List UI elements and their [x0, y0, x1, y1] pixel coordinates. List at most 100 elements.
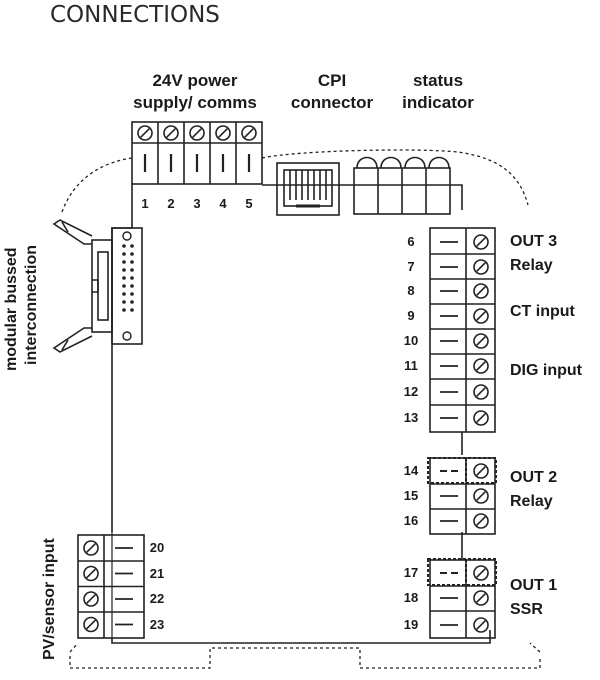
bus-connector-frame	[111, 227, 143, 345]
top-terminal-screw-1-slot	[140, 128, 150, 138]
top-terminal-number-5: 5	[245, 196, 253, 211]
terminal-block-17-19	[429, 559, 496, 639]
top-terminal-screw-5-slot	[244, 128, 254, 138]
out1-link-box	[427, 558, 497, 586]
right-terminal-number-9: 9	[407, 308, 415, 323]
modular-label-line2: interconnection	[23, 244, 40, 365]
left-terminal-screw-22-slot	[86, 594, 96, 604]
right-terminal-number-12: 12	[403, 384, 419, 399]
bus-pin-dot	[130, 292, 134, 296]
bus-pin-dot	[122, 252, 126, 256]
top-terminal-screw-2-slot	[166, 128, 176, 138]
top-terminal-number-1: 1	[141, 196, 149, 211]
right-terminal-screw-11-slot	[476, 361, 486, 371]
right-terminal-number-7: 7	[407, 259, 415, 274]
left-terminal-screw-23-slot	[86, 619, 96, 630]
top-terminal-number-3: 3	[193, 196, 201, 211]
right-terminal-screw-14-slot	[476, 466, 486, 476]
right-terminal-number-11: 11	[404, 358, 418, 373]
left-terminal-number-20: 20	[149, 540, 165, 555]
right-terminal-screw-17-slot	[476, 568, 486, 578]
status-label-line1: status	[412, 71, 464, 90]
out2-type-label: Relay	[510, 493, 553, 510]
bus-pin-dot	[130, 284, 134, 288]
out1-type-label: SSR	[510, 601, 543, 618]
right-terminal-number-8: 8	[407, 283, 415, 298]
status-led-domes	[356, 156, 450, 169]
power-label-line2: supply/ comms	[133, 93, 257, 112]
bus-pin-dot	[130, 308, 134, 312]
bus-pin-dot	[122, 300, 126, 304]
dig-input-label: DIG input	[510, 362, 582, 379]
right-terminal-number-16: 16	[403, 513, 419, 528]
cpi-connector-body	[276, 162, 340, 216]
out2-link-box	[427, 457, 497, 484]
status-label-line2: indicator	[402, 93, 474, 112]
top-terminal-screw-3-slot	[192, 128, 202, 138]
bus-clip-bottom	[52, 327, 93, 353]
right-terminal-number-10: 10	[403, 333, 419, 348]
right-terminal-number-19: 19	[403, 617, 419, 632]
right-terminal-number-13: 13	[403, 410, 419, 425]
din-rail-outline-sides	[69, 642, 541, 653]
right-terminal-number-15: 15	[403, 488, 419, 503]
bus-pin-dot	[130, 268, 134, 272]
right-terminal-screw-13-slot	[476, 413, 486, 423]
right-terminal-screw-16-slot	[476, 516, 486, 526]
cpi-label-line1: CPI	[317, 71, 347, 90]
out1-label: OUT 1	[510, 577, 558, 594]
bus-clip-top	[52, 219, 93, 245]
bus-pin-dot	[130, 300, 134, 304]
out3-label: OUT 3	[510, 233, 558, 250]
bus-pin-dot	[122, 268, 126, 272]
terminal-block-14-16	[429, 457, 496, 535]
cpi-label-line2: connector	[290, 93, 374, 112]
right-terminal-number-6: 6	[407, 234, 415, 249]
module-body-outline	[111, 183, 491, 644]
power-terminal-block	[131, 121, 263, 185]
bus-pin-dot	[130, 260, 134, 264]
out2-label: OUT 2	[510, 469, 558, 486]
right-terminal-number-17: 17	[403, 565, 419, 580]
out3-type-label: Relay	[510, 257, 553, 274]
top-terminal-screw-4-slot	[218, 128, 228, 138]
bus-pin-dot	[130, 244, 134, 248]
bus-pin-dot	[130, 276, 134, 280]
right-terminal-screw-19-slot	[476, 620, 486, 630]
right-terminal-screw-6-slot	[476, 237, 486, 247]
bus-pin-dot	[122, 292, 126, 296]
right-terminal-number-14: 14	[403, 463, 419, 478]
right-terminal-screw-9-slot	[476, 311, 486, 321]
modular-label-line1: modular bussed	[3, 247, 20, 371]
left-terminal-screw-20-slot	[86, 543, 96, 553]
left-terminal-screw-21-slot	[86, 568, 96, 579]
bus-pin-dot	[122, 308, 126, 312]
right-terminal-number-18: 18	[403, 590, 419, 605]
left-terminal-number-22: 22	[149, 591, 165, 606]
right-terminal-screw-12-slot	[476, 387, 486, 397]
din-rail-outline	[69, 647, 541, 669]
bus-screw-bottom	[122, 331, 132, 341]
housing-outline-top	[61, 149, 529, 213]
right-terminal-screw-8-slot	[476, 286, 486, 296]
right-terminal-screw-15-slot	[476, 491, 486, 501]
right-terminal-screw-10-slot	[476, 336, 486, 346]
top-terminal-number-2: 2	[167, 196, 175, 211]
bus-pin-dot	[122, 260, 126, 264]
power-label-line1: 24V power	[152, 71, 238, 90]
bus-pin-dot	[130, 252, 134, 256]
terminal-block-6-13	[429, 227, 496, 433]
bus-pin-dot	[122, 276, 126, 280]
left-terminal-number-21: 21	[149, 565, 165, 581]
top-terminal-number-4: 4	[219, 196, 227, 211]
bus-screw-top	[122, 231, 132, 241]
right-terminal-screw-7-slot	[476, 262, 486, 272]
left-terminal-number-23: 23	[149, 616, 165, 632]
bus-pin-dot	[122, 284, 126, 288]
bus-pin-dot	[122, 244, 126, 248]
page-title: CONNECTIONS	[50, 2, 220, 28]
pv-sensor-label: PV/sensor input	[41, 538, 58, 660]
ct-input-label: CT input	[510, 303, 575, 320]
